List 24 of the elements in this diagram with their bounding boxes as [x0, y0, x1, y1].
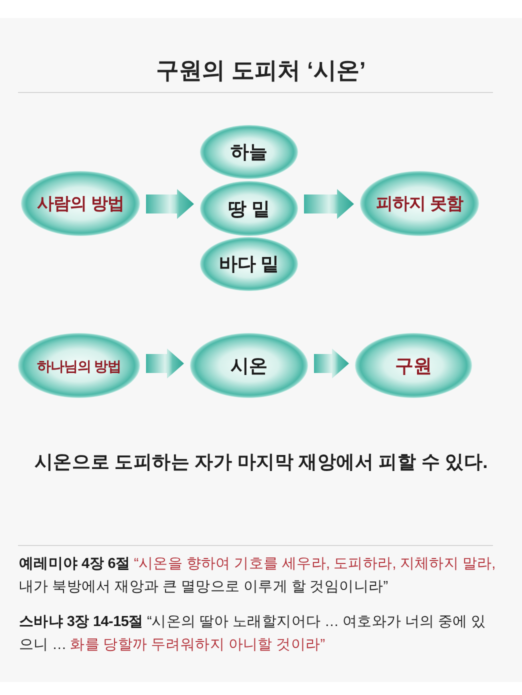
- ellipse-node: [21, 171, 140, 236]
- ellipse-node: [18, 333, 140, 398]
- node-label: 시온: [230, 354, 268, 376]
- title: 구원의 도피처 ‘시온’: [156, 57, 366, 83]
- block-arrow: [314, 348, 349, 378]
- ellipse-node: [355, 333, 472, 398]
- ellipse-node: [200, 125, 298, 179]
- node-label: 하늘: [230, 141, 268, 163]
- verse-text: 예레미야 4장 6절 “시온을 향하여 기호를 세우라, 도피하라, 지체하지 말라, 내가 북방에서 재앙과 큰 멸망으로 이루게 할 것임이니라”: [19, 555, 496, 596]
- node-label: 피하지 못함: [376, 192, 463, 214]
- node-label: 사람의 방법: [37, 192, 124, 214]
- verse-text: 스바냐 3장 14-15절 “시온의 딸아 노래할지어다 … 여호와가 너의 중에 있으니 … 화를 당할까 두려워하지 아니할 것이라”: [19, 613, 487, 654]
- node-label: 하나님의 방법: [36, 356, 122, 376]
- ellipse-node: [360, 171, 479, 236]
- node-label: 바다 밑: [218, 253, 280, 275]
- node-label: 구원: [395, 354, 432, 376]
- ellipse-node: [200, 181, 298, 236]
- block-arrow: [146, 189, 194, 219]
- ellipse-node: [190, 333, 308, 398]
- node-label: 땅 밑: [228, 198, 270, 220]
- ellipse-node: [200, 237, 298, 291]
- block-arrow: [146, 348, 184, 378]
- statement-text: 시온으로 도피하는 자가 마지막 재앙에서 피할 수 있다.: [34, 451, 488, 472]
- block-arrow: [304, 189, 354, 219]
